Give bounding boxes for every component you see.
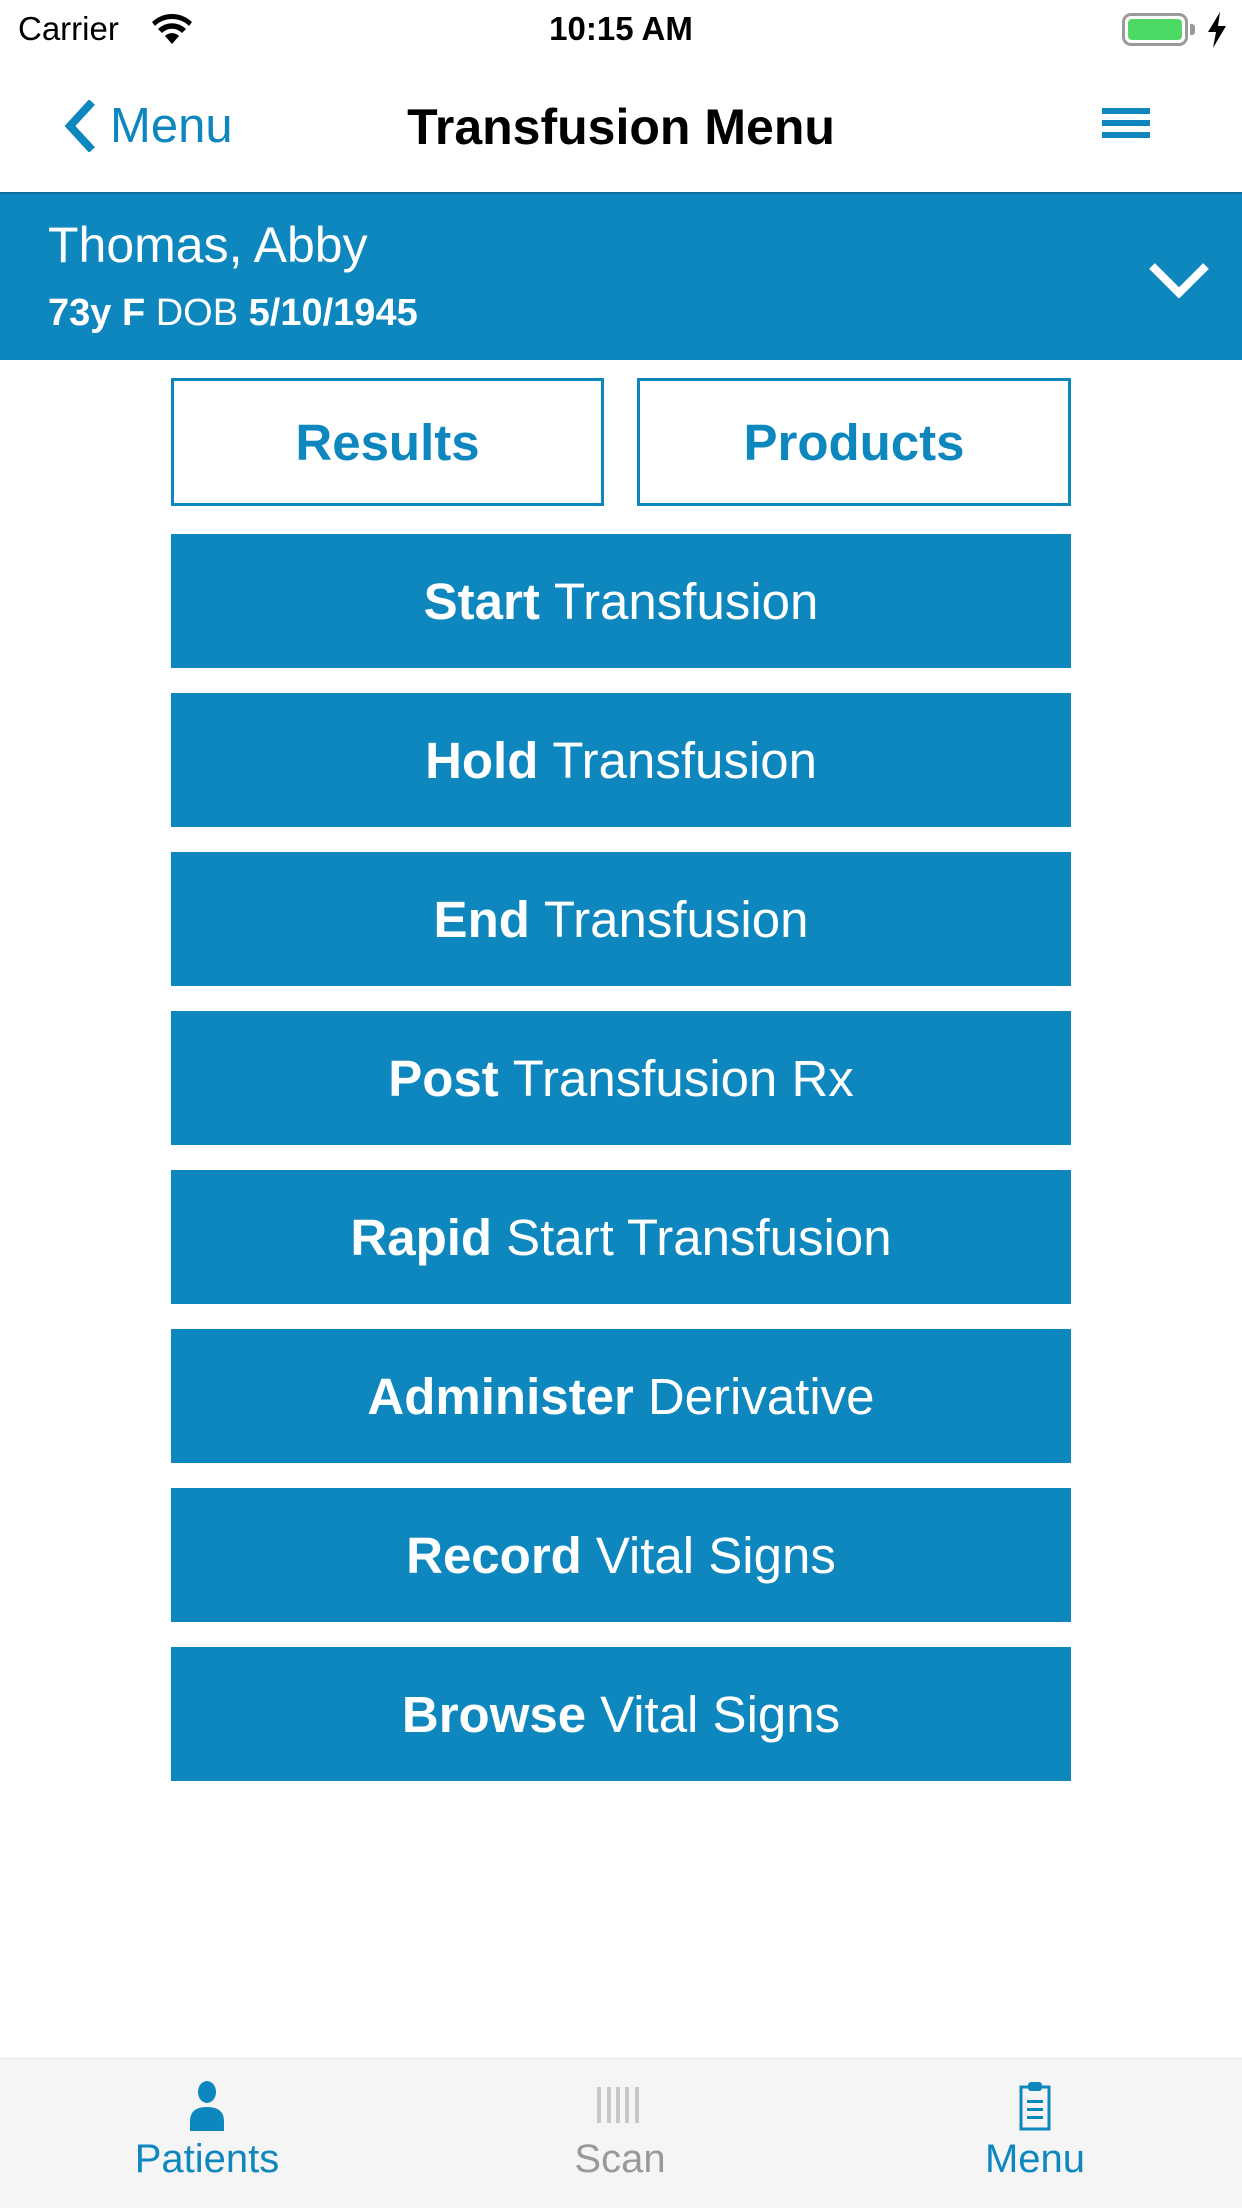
action-label: Start Transfusion [506,1208,892,1266]
action-label: Vital Signs [600,1685,841,1743]
wifi-icon [152,14,192,44]
tab-bar: Patients Scan Menu [0,2058,1242,2208]
battery-icon [1122,13,1188,46]
chevron-left-icon [64,100,95,152]
chevron-down-icon[interactable] [1148,262,1210,298]
products-button[interactable]: Products [637,378,1071,506]
tab-scan[interactable]: Scan [490,2059,750,2208]
page-title: Transfusion Menu [407,99,835,155]
patient-banner[interactable]: Thomas, Abby 73y F DOB 5/10/1945 [0,192,1242,360]
action-verb: Post [388,1049,499,1107]
back-label: Menu [110,99,233,153]
action-verb: Hold [425,731,539,789]
action-verb: Record [406,1526,582,1584]
tab-label: Scan [574,2137,666,2181]
action-label: Transfusion Rx [512,1049,854,1107]
person-icon [190,2081,224,2131]
action-label: Transfusion [553,572,819,630]
action-verb: Administer [367,1367,634,1425]
battery-nub [1190,24,1195,35]
back-button[interactable]: Menu [64,98,233,154]
tab-label: Menu [984,2137,1086,2181]
patient-name: Thomas, Abby [48,217,368,273]
results-button[interactable]: Results [171,378,604,506]
dob-label: DOB [155,292,239,334]
clipboard-icon [1019,2082,1051,2131]
action-label: Transfusion [552,731,817,789]
hamburger-icon[interactable] [1102,108,1154,142]
patient-age-sex: 73y F [48,292,146,334]
carrier-label: Carrier [18,10,119,47]
action-label: Transfusion [543,890,809,948]
patient-demographics: 73y F DOB 5/10/1945 [48,292,418,335]
action-verb: Rapid [350,1208,493,1266]
nav-bar: Menu Transfusion Menu [0,60,1242,192]
tab-patients[interactable]: Patients [77,2059,337,2208]
action-verb: End [433,890,530,948]
tab-label: Patients [134,2137,280,2181]
barcode-icon [597,2087,639,2123]
action-verb: Browse [401,1685,587,1743]
tab-menu[interactable]: Menu [905,2059,1165,2208]
charging-bolt-icon [1208,12,1226,48]
patient-dob: 5/10/1945 [248,292,418,334]
status-bar: Carrier 10:15 AM [0,0,1242,60]
action-label: Vital Signs [595,1526,836,1584]
clock: 10:15 AM [549,10,693,47]
action-verb: Start [423,572,540,630]
action-label: Derivative [647,1367,875,1425]
